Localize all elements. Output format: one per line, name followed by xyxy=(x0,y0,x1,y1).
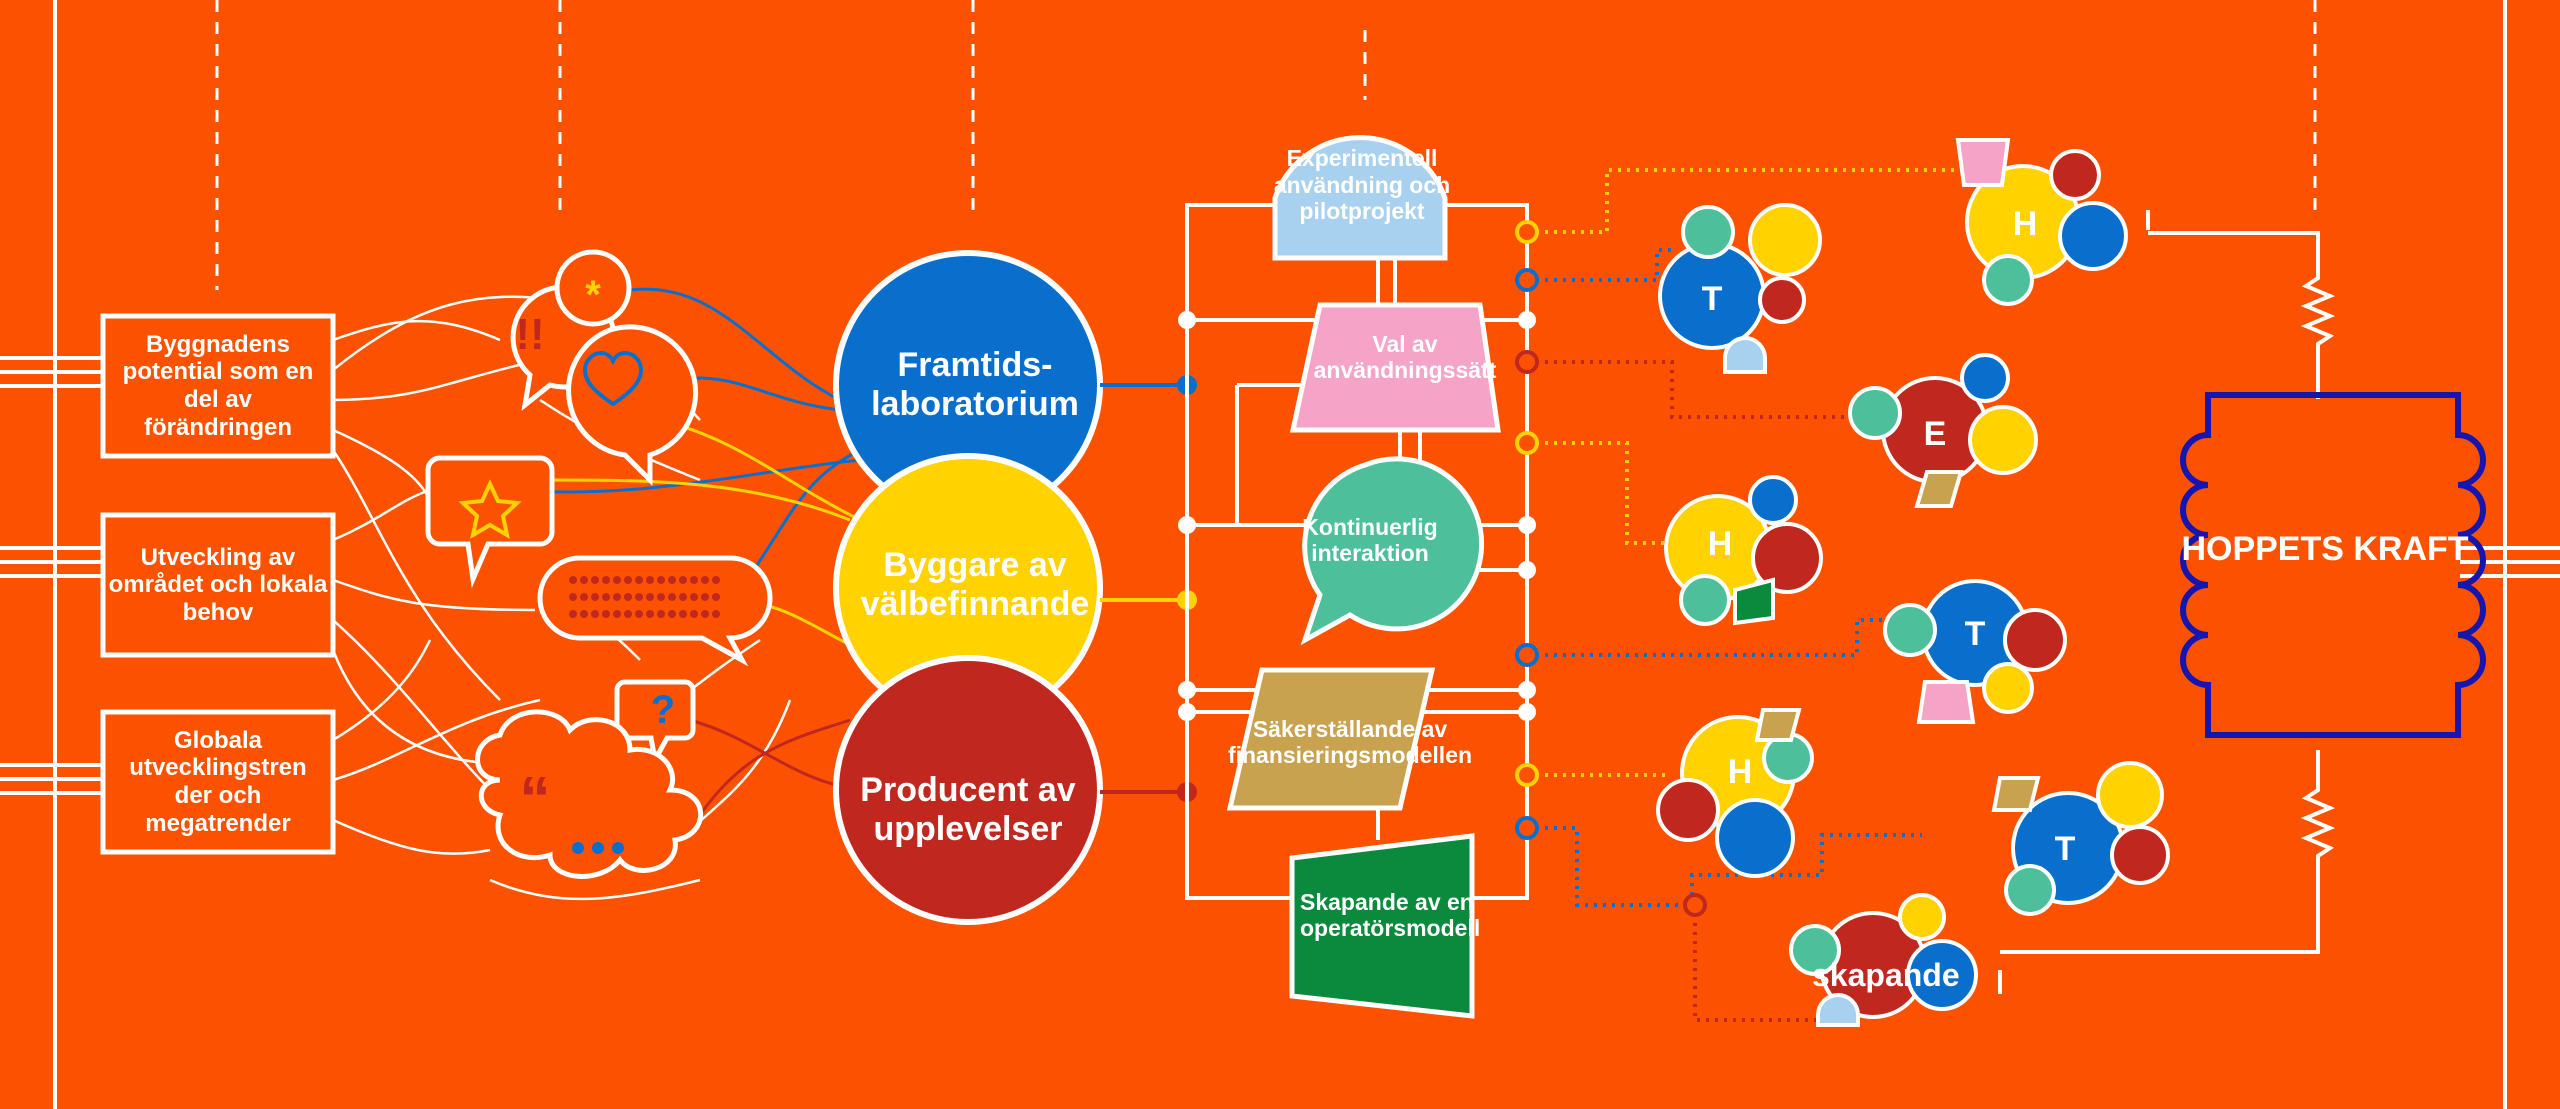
question-icon: ? xyxy=(650,688,676,732)
method-label-choice: Val av användningssätt xyxy=(1313,330,1497,383)
method-label-experimental: Experimentell användning och pilotprojek… xyxy=(1273,145,1451,225)
dotted-connector-rings xyxy=(1515,220,1707,917)
method-shape-quad xyxy=(1289,833,1475,1019)
method-shape-trapezoid xyxy=(1289,302,1501,433)
dots-grid-icon xyxy=(569,576,720,618)
method-shape-dome xyxy=(1272,135,1448,261)
cluster-4 xyxy=(1664,475,1823,626)
cluster-letter-7: T xyxy=(2054,830,2076,869)
cluster-8 xyxy=(1789,893,1978,1027)
ellipsis-icon xyxy=(572,842,624,854)
exclaim-icon: !! xyxy=(515,309,545,359)
quote-icon: “ xyxy=(519,765,551,835)
cluster-2 xyxy=(1955,138,2128,306)
method-shape-speech xyxy=(1300,456,1485,646)
result-coil xyxy=(2180,392,2486,738)
source-label-2: Utveckling av området och lokala behov xyxy=(108,543,328,626)
bubble-dots xyxy=(537,555,773,667)
role-label-experiences: Producent av upplevelser xyxy=(860,770,1076,848)
asterisk-icon: * xyxy=(585,273,601,317)
output-lines xyxy=(2460,546,2560,578)
dotted-connectors xyxy=(1527,168,1957,1022)
source-label-3: Globala utvecklingstren der och megatren… xyxy=(129,726,307,837)
input-lines xyxy=(0,356,103,795)
cluster-letter-3: E xyxy=(1923,415,1947,454)
cluster-letter-5: T xyxy=(1964,615,1986,654)
role-outputs xyxy=(1100,375,1197,802)
cluster-7 xyxy=(1991,761,2170,916)
method-shape-parallelogram xyxy=(1226,667,1436,811)
cluster-5 xyxy=(1883,579,2067,724)
heart-icon xyxy=(582,350,644,407)
cluster-3 xyxy=(1848,353,2038,508)
cluster-letter-6: H xyxy=(1727,753,1753,792)
result-circuit xyxy=(1998,210,2336,994)
cluster-letter-8: skapande xyxy=(1812,956,1960,993)
cluster-1 xyxy=(1658,203,1822,374)
cluster-6 xyxy=(1656,708,1814,878)
frame-lines xyxy=(53,0,2507,1109)
source-label-1: Byggnadens potential som en del av förän… xyxy=(122,330,314,441)
speech-bubbles xyxy=(425,249,773,879)
bubble-asterisk xyxy=(554,249,632,327)
source-box-1 xyxy=(100,313,336,459)
role-label-wellbeing: Byggare av välbefinnande xyxy=(860,545,1090,623)
source-box-2 xyxy=(100,512,336,658)
method-label-interaction: Kontinuerlig interaktion xyxy=(1302,513,1438,566)
cluster-letter-4: H xyxy=(1707,525,1733,564)
source-box-3 xyxy=(100,709,336,855)
method-label-operator: Skapande av en operatörsmodell xyxy=(1300,888,1481,941)
bubble-star xyxy=(425,455,555,589)
source-boxes xyxy=(100,313,336,855)
dashed-guides xyxy=(215,0,2317,290)
method-shapes xyxy=(1226,135,1501,1019)
result-label: HOPPETS KRAFT xyxy=(2181,530,2469,569)
role-label-future-lab: Framtids-laboratorium xyxy=(871,345,1079,423)
star-icon xyxy=(458,479,522,540)
bubble-question xyxy=(614,679,696,768)
cluster-letter-2: H xyxy=(2012,205,2038,244)
clusters xyxy=(1656,138,2170,1027)
bubble-heart xyxy=(566,324,699,487)
lattice-nodes xyxy=(1178,311,1536,721)
bubble-cloud xyxy=(475,709,704,879)
cluster-letter-1: T xyxy=(1701,280,1723,319)
method-label-financing: Säkerställande av finansieringsmodellen xyxy=(1227,715,1473,768)
